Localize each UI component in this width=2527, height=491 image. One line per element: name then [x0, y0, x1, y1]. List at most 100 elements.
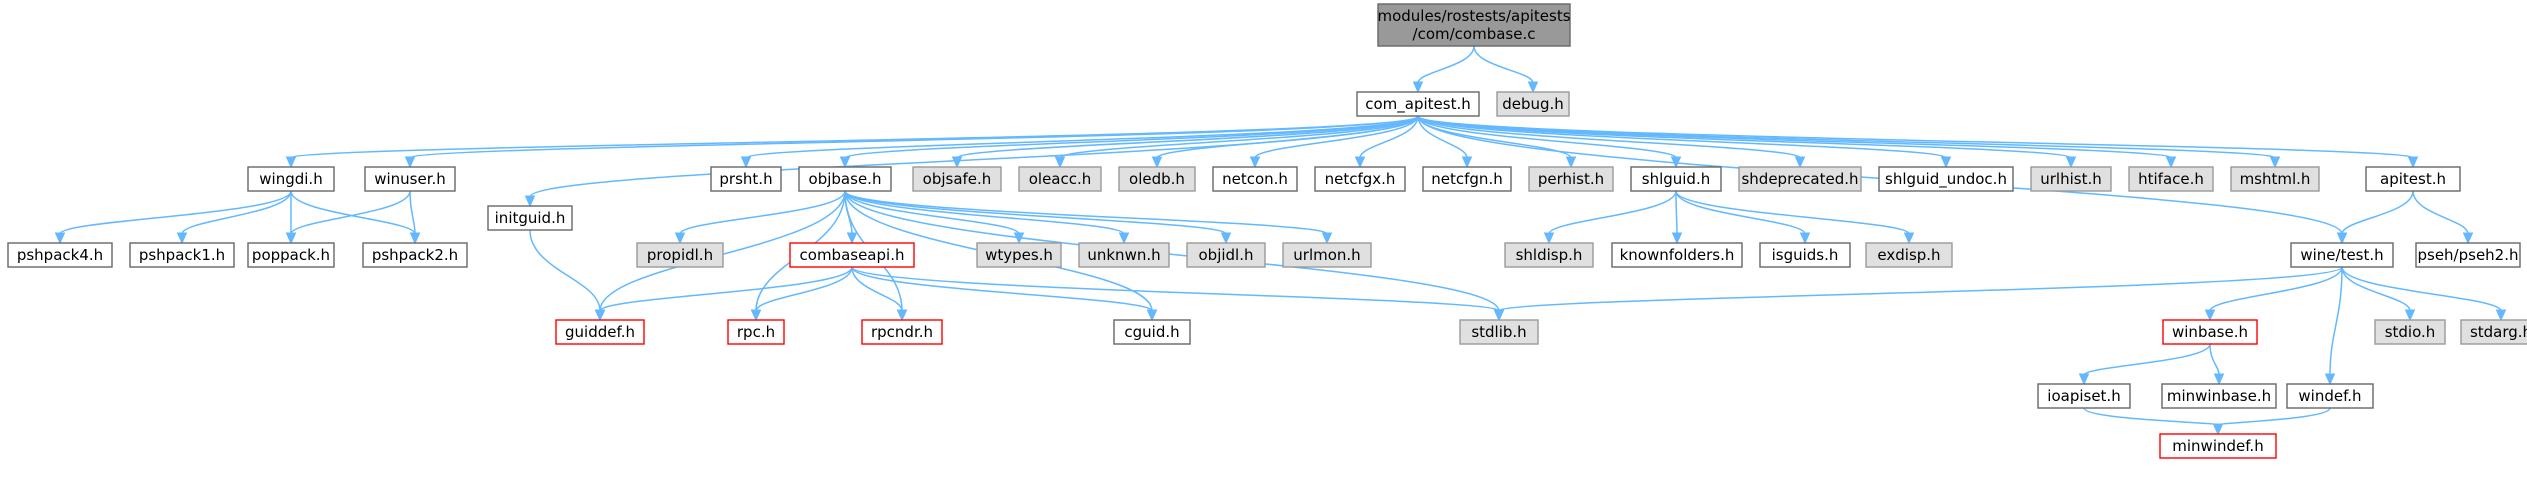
node-minwindef[interactable]: minwindef.h — [2159, 433, 2277, 459]
node-box-rpcndr — [861, 319, 943, 345]
edge-arrowhead-objbase-to-unknwn — [1118, 232, 1130, 245]
node-label-stdlib: stdlib.h — [1471, 323, 1526, 341]
node-windef[interactable]: windef.h — [2286, 383, 2374, 409]
node-box-shdeprecated — [1738, 166, 1862, 192]
node-box-wtypes — [976, 242, 1062, 268]
node-stdlib[interactable]: stdlib.h — [1459, 319, 1539, 345]
node-rpc[interactable]: rpc.h — [727, 319, 785, 345]
node-box-pseh2 — [2415, 242, 2521, 268]
edge-com_apitest-to-netcfgx — [1359, 115, 1419, 159]
edge-arrowhead-root-to-com_apitest — [1412, 81, 1424, 94]
node-prsht[interactable]: prsht.h — [710, 166, 782, 192]
node-box-wingdi — [247, 166, 335, 192]
node-box-combaseapi — [789, 242, 915, 268]
node-label-cguid: cguid.h — [1124, 323, 1179, 341]
edge-arrowhead-wingdi-to-pshpack1 — [176, 232, 188, 245]
node-pshpack2[interactable]: pshpack2.h — [362, 242, 468, 268]
node-shldisp[interactable]: shldisp.h — [1504, 242, 1594, 268]
node-com_apitest[interactable]: com_apitest.h — [1356, 91, 1480, 117]
node-shlguid_undoc[interactable]: shlguid_undoc.h — [1878, 166, 2014, 192]
node-box-unknwn — [1078, 242, 1170, 268]
node-box-propidl — [636, 242, 724, 268]
edge-arrowhead-wingdi-to-pshpack4 — [54, 232, 66, 245]
node-perhist[interactable]: perhist.h — [1528, 166, 1614, 192]
node-label-urlhist: urlhist.h — [2040, 170, 2102, 188]
node-label-knownfolders: knownfolders.h — [1620, 246, 1735, 264]
node-box-winbase — [2162, 319, 2258, 345]
node-combaseapi[interactable]: combaseapi.h — [789, 242, 915, 268]
node-box-initguid — [487, 205, 573, 231]
node-pseh2[interactable]: pseh/pseh2.h — [2415, 242, 2521, 268]
node-label-objsafe: objsafe.h — [923, 170, 992, 188]
edge-com_apitest-to-shlguid_undoc — [1417, 115, 1947, 159]
node-initguid[interactable]: initguid.h — [487, 205, 573, 231]
edge-arrowhead-com_apitest-to-mshtml — [2269, 156, 2281, 169]
edge-windef-to-minwindef — [2217, 407, 2331, 426]
node-isguids[interactable]: isguids.h — [1759, 242, 1851, 268]
node-htiface[interactable]: htiface.h — [2128, 166, 2214, 192]
node-netcfgn[interactable]: netcfgn.h — [1422, 166, 1512, 192]
node-label-initguid: initguid.h — [495, 209, 566, 227]
node-pshpack4[interactable]: pshpack4.h — [7, 242, 113, 268]
node-exdisp[interactable]: exdisp.h — [1865, 242, 1953, 268]
node-mshtml[interactable]: mshtml.h — [2230, 166, 2320, 192]
node-poppack[interactable]: poppack.h — [247, 242, 335, 268]
node-stdio[interactable]: stdio.h — [2374, 319, 2446, 345]
node-shdeprecated[interactable]: shdeprecated.h — [1738, 166, 1862, 192]
node-debug[interactable]: debug.h — [1496, 91, 1570, 117]
node-ioapiset[interactable]: ioapiset.h — [2037, 383, 2131, 409]
node-label-winetest: wine/test.h — [2300, 246, 2383, 264]
edge-combaseapi-to-rpc — [755, 266, 853, 312]
node-box-apitest — [2365, 166, 2461, 192]
node-label-poppack: poppack.h — [252, 246, 330, 264]
node-box-objbase — [798, 166, 892, 192]
node-rpcndr[interactable]: rpcndr.h — [861, 319, 943, 345]
node-apitest[interactable]: apitest.h — [2365, 166, 2461, 192]
node-propidl[interactable]: propidl.h — [636, 242, 724, 268]
node-urlmon[interactable]: urlmon.h — [1282, 242, 1372, 268]
node-oledb[interactable]: oledb.h — [1118, 166, 1196, 192]
edge-com_apitest-to-winuser — [409, 115, 1419, 159]
edges-layer — [54, 45, 2507, 436]
node-guiddef[interactable]: guiddef.h — [555, 319, 645, 345]
edge-arrowhead-winetest-to-winbase — [2204, 309, 2216, 322]
edge-arrowhead-apitest-to-pseh2 — [2462, 232, 2474, 245]
edge-arrowhead-com_apitest-to-prsht — [740, 156, 752, 169]
node-netcon[interactable]: netcon.h — [1212, 166, 1298, 192]
node-netcfgx[interactable]: netcfgx.h — [1314, 166, 1406, 192]
node-winetest[interactable]: wine/test.h — [2290, 242, 2394, 268]
node-wingdi[interactable]: wingdi.h — [247, 166, 335, 192]
edge-arrowhead-shlguid-to-exdisp — [1903, 232, 1915, 245]
edge-objbase-to-wtypes — [844, 190, 1020, 235]
node-wtypes[interactable]: wtypes.h — [976, 242, 1062, 268]
node-stdarg[interactable]: stdarg.h — [2460, 319, 2527, 345]
edge-objbase-to-propidl — [679, 190, 846, 235]
node-box-stdlib — [1459, 319, 1539, 345]
node-box-winetest — [2290, 242, 2394, 268]
edge-winetest-to-stdio — [2341, 266, 2411, 312]
node-oleacc[interactable]: oleacc.h — [1018, 166, 1102, 192]
node-box-minwindef — [2159, 433, 2277, 459]
edge-com_apitest-to-netcon — [1254, 115, 1419, 159]
node-pshpack1[interactable]: pshpack1.h — [129, 242, 235, 268]
node-knownfolders[interactable]: knownfolders.h — [1611, 242, 1743, 268]
node-shlguid[interactable]: shlguid.h — [1630, 166, 1722, 192]
node-winbase[interactable]: winbase.h — [2162, 319, 2258, 345]
node-cguid[interactable]: cguid.h — [1113, 319, 1191, 345]
node-objbase[interactable]: objbase.h — [798, 166, 892, 192]
node-urlhist[interactable]: urlhist.h — [2030, 166, 2112, 192]
edge-combaseapi-to-rpcndr — [851, 266, 903, 312]
node-winuser[interactable]: winuser.h — [364, 166, 456, 192]
node-objidl[interactable]: objidl.h — [1186, 242, 1266, 268]
node-label-winbase: winbase.h — [2172, 323, 2248, 341]
edge-arrowhead-com_apitest-to-winuser — [404, 156, 416, 169]
edge-arrowhead-shlguid-to-knownfolders — [1671, 232, 1683, 245]
node-label-shlguid_undoc: shlguid_undoc.h — [1885, 170, 2007, 189]
node-root[interactable]: modules/rostests/apitests/com/combase.c — [1377, 3, 1571, 47]
edge-arrowhead-objbase-to-combaseapi — [846, 232, 858, 245]
node-unknwn[interactable]: unknwn.h — [1078, 242, 1170, 268]
node-box-oleacc — [1018, 166, 1102, 192]
edge-com_apitest-to-objsafe — [956, 115, 1419, 159]
node-minwinbase[interactable]: minwinbase.h — [2161, 383, 2277, 409]
node-objsafe[interactable]: objsafe.h — [912, 166, 1002, 192]
